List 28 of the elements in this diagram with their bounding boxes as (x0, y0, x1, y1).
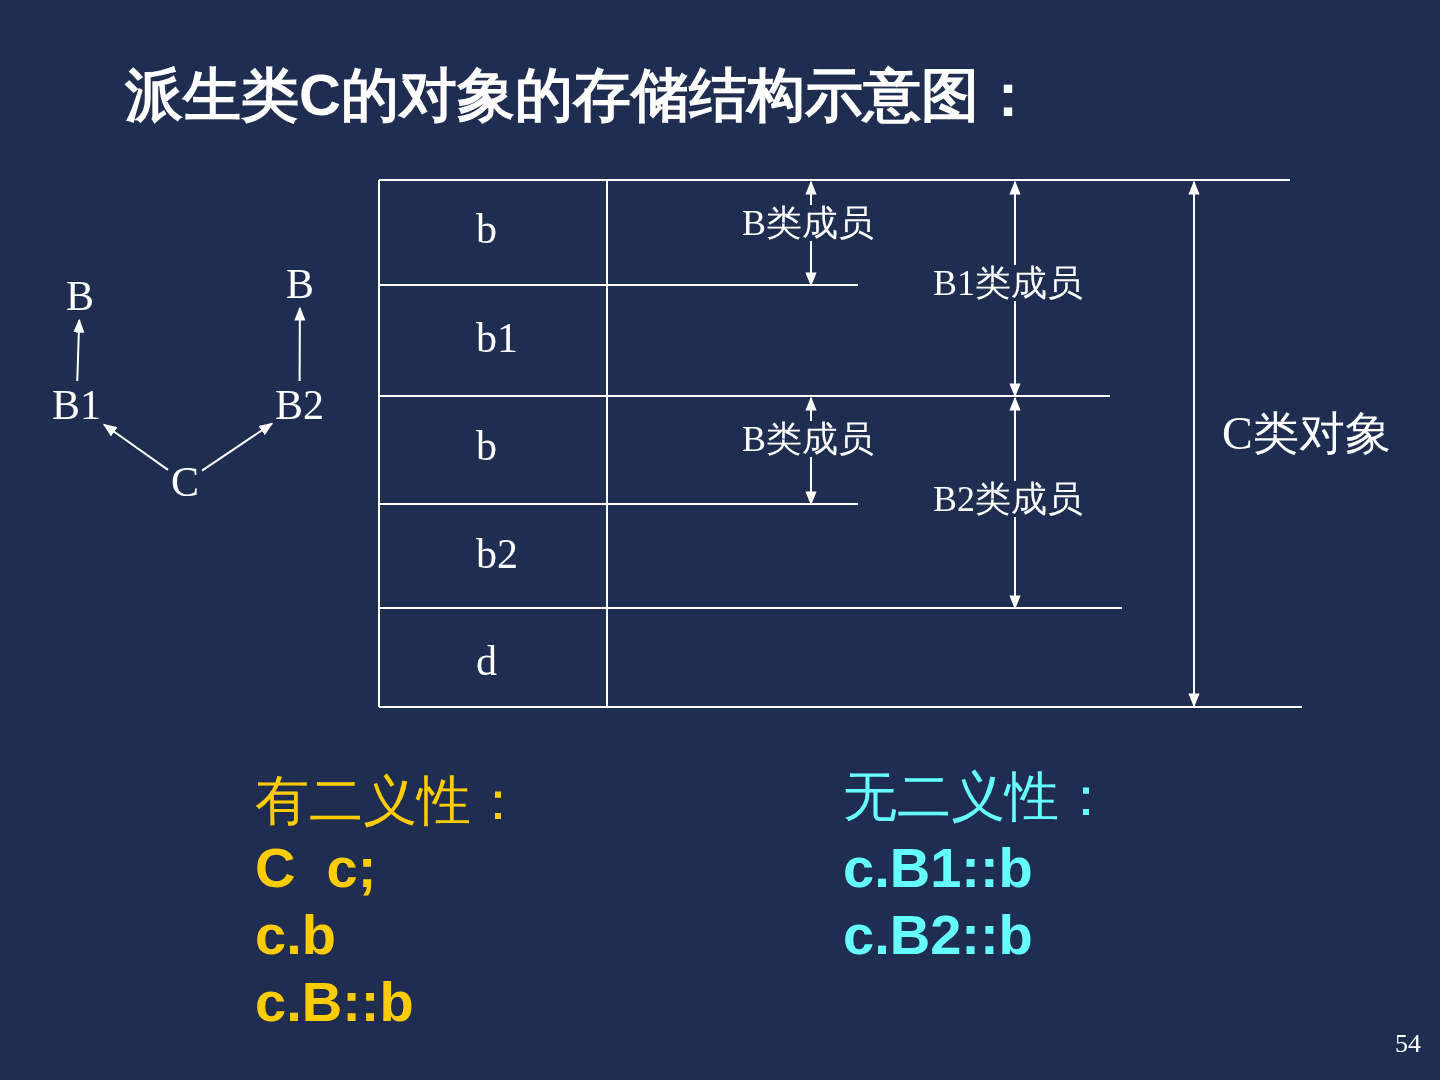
class-name: B (66, 275, 94, 317)
arrow (73, 318, 85, 382)
arrow (102, 423, 169, 471)
member-name: b1 (476, 317, 518, 359)
class-name: C (171, 461, 199, 503)
dimension-label: B类成员 (742, 421, 874, 457)
note-heading: 有二义性： (255, 773, 525, 827)
code-line: c.B2::b (843, 907, 1033, 963)
class-name: B1 (52, 384, 101, 426)
member-name: b (476, 425, 497, 467)
note-heading: 无二义性： (843, 769, 1113, 823)
code-line: c.B1::b (843, 840, 1033, 896)
dimension-label: B2类成员 (933, 481, 1083, 517)
member-name: d (476, 640, 497, 682)
class-name: B2 (275, 384, 324, 426)
arrow (201, 422, 274, 472)
dimension-label: B类成员 (742, 205, 874, 241)
class-name: B (286, 263, 314, 305)
arrow (294, 306, 306, 382)
dimension-label: C类对象 (1222, 411, 1391, 457)
code-line: C c; (255, 840, 377, 896)
dimension-label: B1类成员 (933, 265, 1083, 301)
member-name: b (476, 208, 497, 250)
page-number: 54 (1395, 1031, 1421, 1057)
slide-title: 派生类C的对象的存储结构示意图： (125, 66, 1037, 124)
code-line: c.B::b (255, 974, 414, 1030)
code-line: c.b (255, 907, 336, 963)
member-name: b2 (476, 533, 518, 575)
